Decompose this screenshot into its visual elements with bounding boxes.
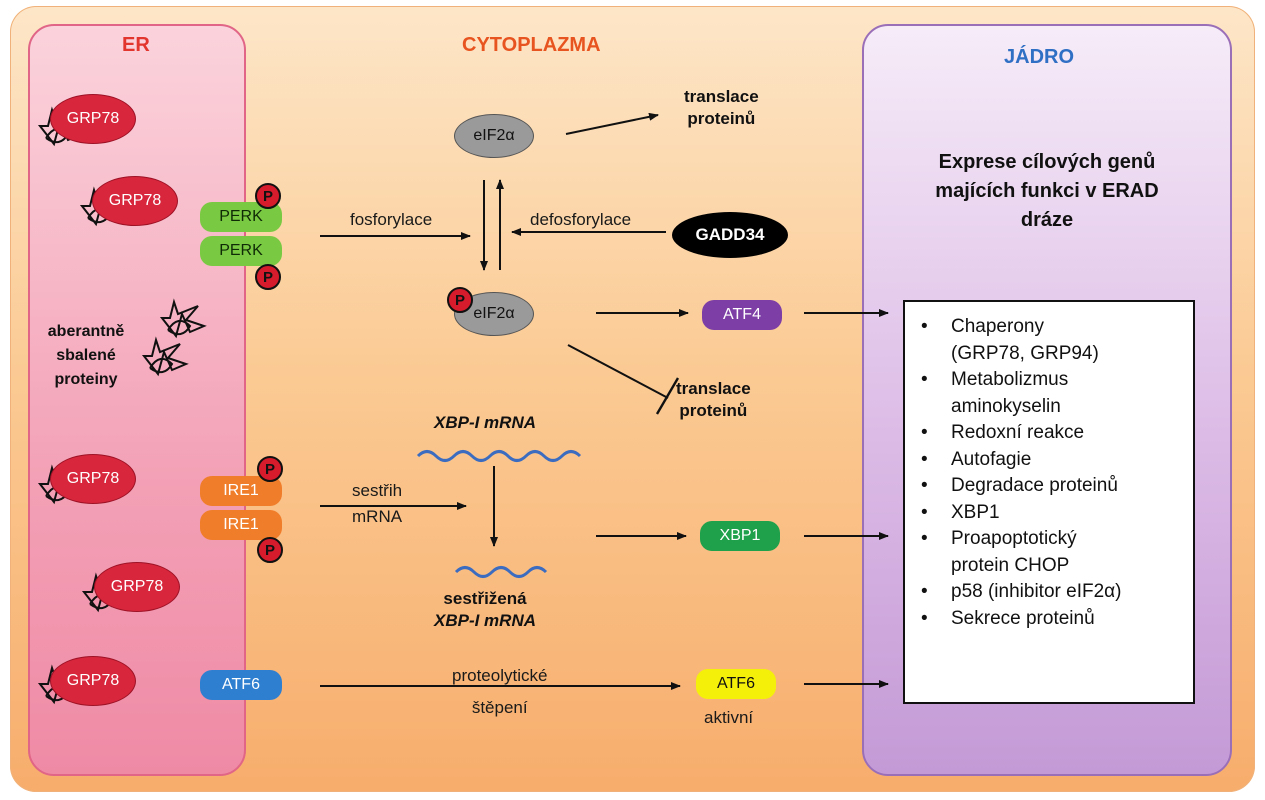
er-heading: ER [122,34,150,56]
dephosphorylation-label: defosforylace [530,210,632,229]
grp78-chaperone: GRP78 [50,656,136,706]
xbp-mrna-label: XBP-I mRNA [434,413,537,432]
spliced-mrna-wave [454,566,548,578]
misfolded-proteins-label: aberantně sbalené proteiny [47,323,125,388]
phosphate-badge: P [257,456,283,482]
perk-receptor: PERK [200,236,282,266]
splicing-label: sestřih mRNA [352,481,403,526]
spliced-mrna-label: sestřižená XBP-I mRNA [434,589,537,630]
list-item: •Sekrece proteinů [921,607,1095,629]
eif2a-node: eIF2α [454,114,534,158]
phosphate-badge: P [447,287,473,313]
nucleus-heading: JÁDRO [1004,46,1075,68]
xbp1-factor: XBP1 [700,521,780,551]
atf6-active-factor: ATF6 [696,669,776,699]
list-item: •XBP1 [921,501,1000,523]
grp78-chaperone: GRP78 [50,94,136,144]
blocked-translation-label: translace proteinů [676,379,751,420]
list-item: •Autofagie [921,448,1032,470]
grp78-chaperone: GRP78 [50,454,136,504]
list-item: •Degradace proteinů [921,475,1118,496]
inhibition-bar [655,377,680,415]
atf4-factor: ATF4 [702,300,782,330]
inhibition-line [567,344,669,399]
ire1-receptor: IRE1 [200,510,282,540]
er-compartment [28,24,246,776]
arrow-translation [565,112,659,135]
grp78-chaperone: GRP78 [92,176,178,226]
xbp-mrna-wave [416,450,582,462]
phosphate-badge: P [257,537,283,563]
list-item: •Redoxní reakce [921,422,1085,443]
phosphate-badge: P [255,183,281,209]
nucleus-title: Exprese cílových genů majících funkci v … [935,151,1159,231]
perk-receptor: PERK [200,202,282,232]
list-item: •p58 (inhibitor eIF2α) [921,581,1122,602]
phosphorylation-label: fosforylace [350,210,433,229]
atf6-receptor: ATF6 [200,670,282,700]
proteolysis-label: proteolytické štěpení [452,666,548,717]
grp78-chaperone: GRP78 [94,562,180,612]
cytoplasm-heading: CYTOPLAZMA [462,34,601,56]
active-label: aktivní [704,708,754,727]
translation-label: translace proteinů [684,87,759,128]
list-item: •Chaperony(GRP78, GRP94) [921,316,1099,364]
phosphate-badge: P [255,264,281,290]
gadd34-node: GADD34 [672,212,788,258]
